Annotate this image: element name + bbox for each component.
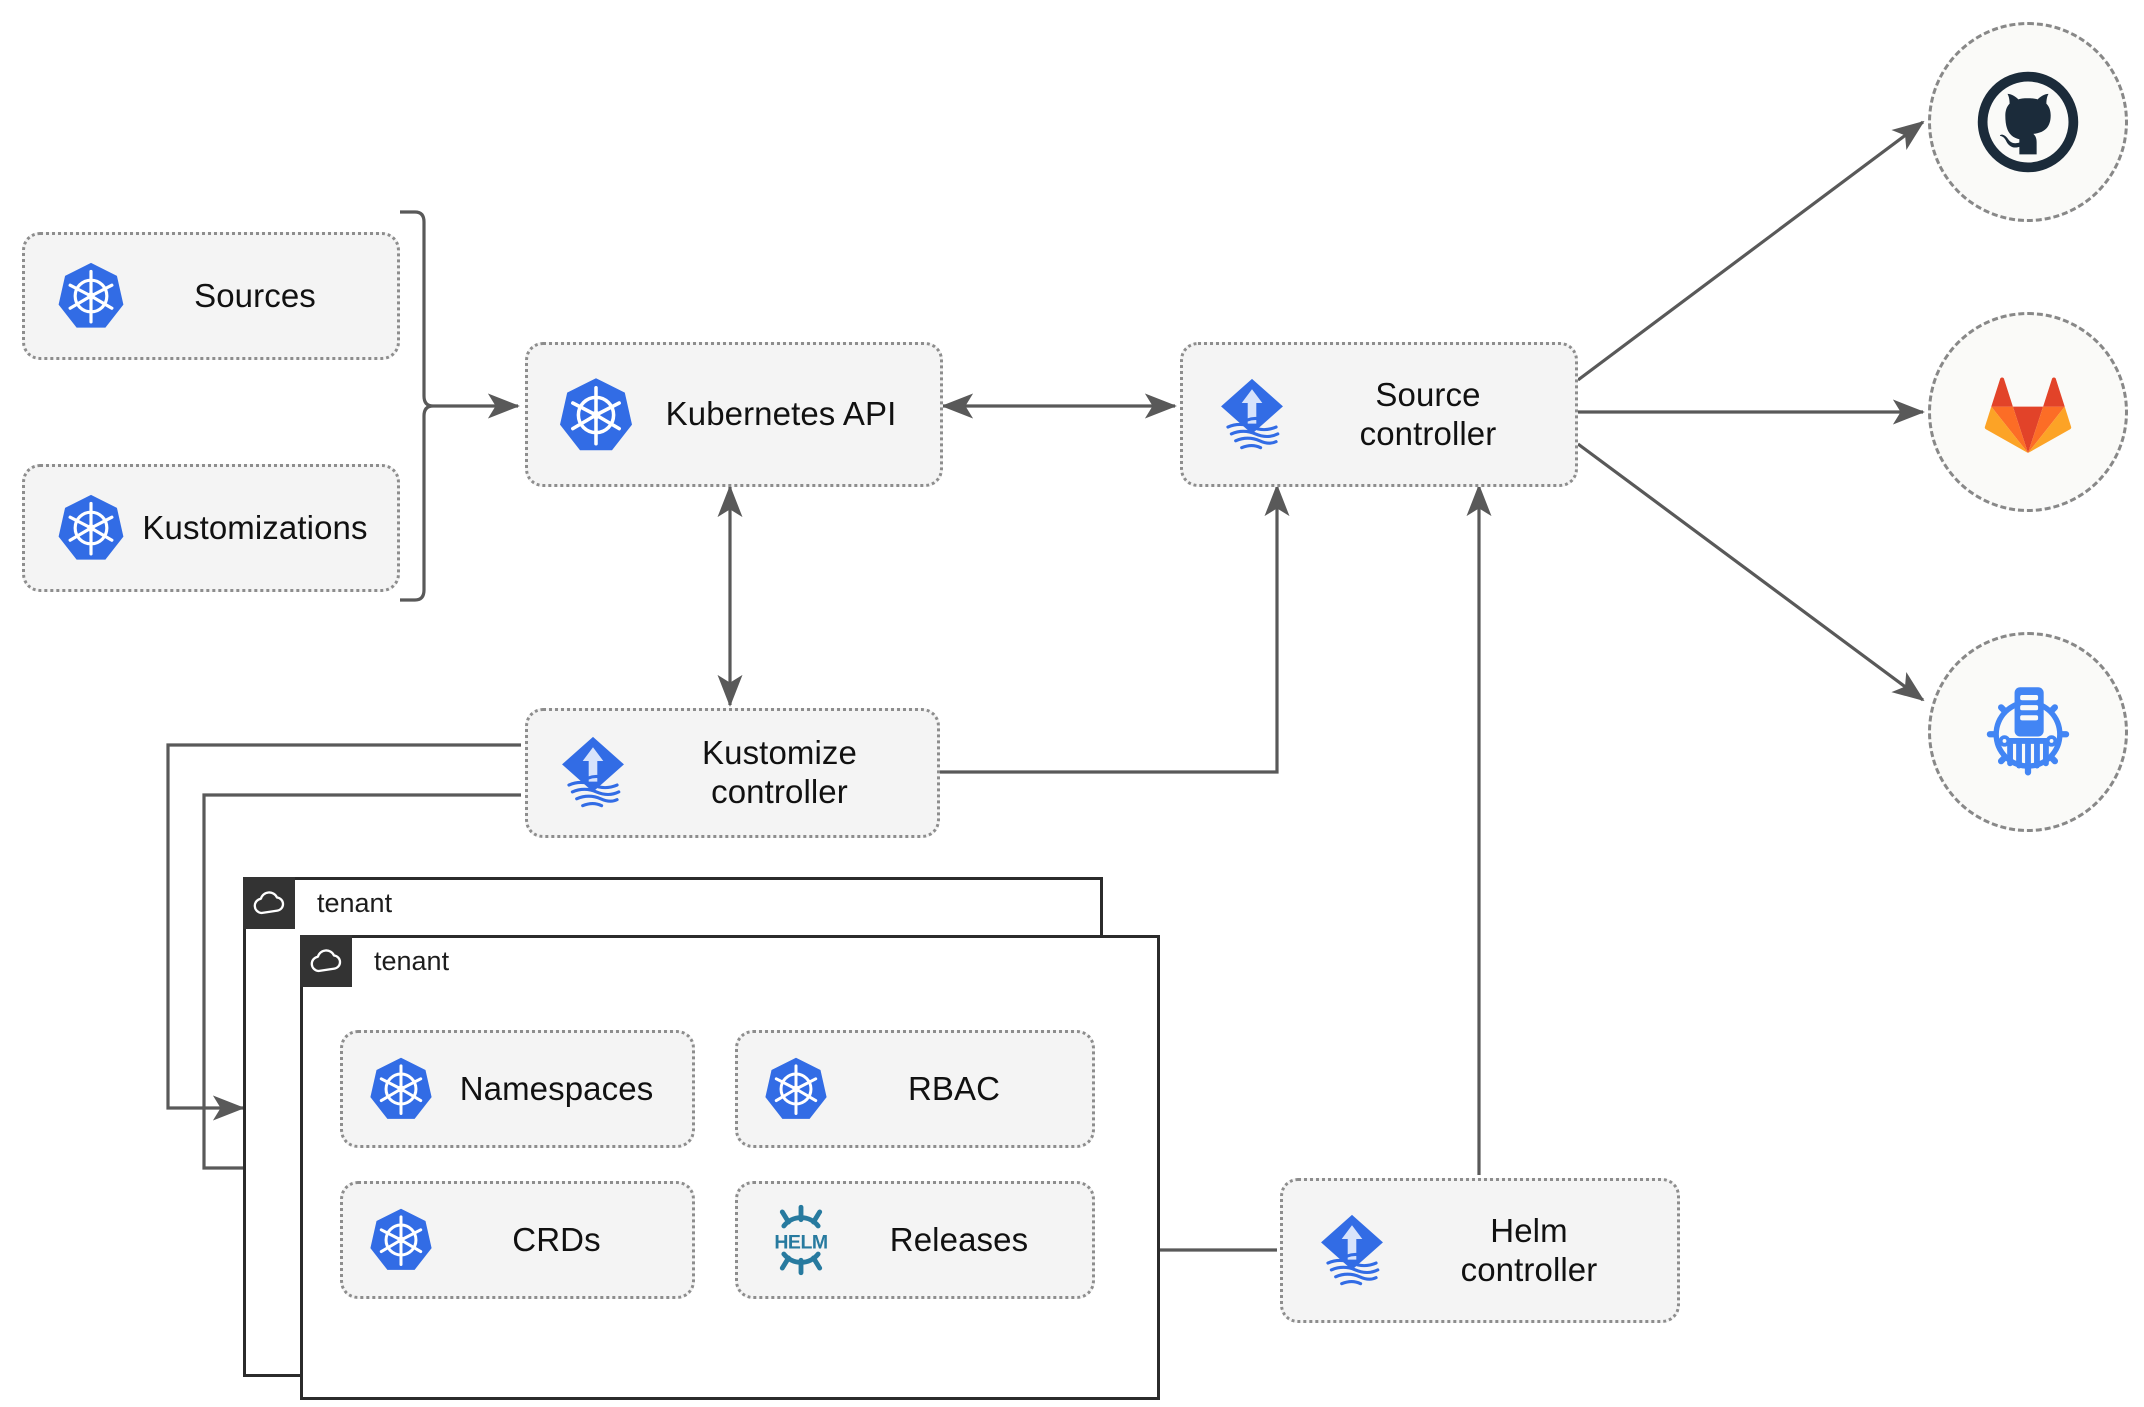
node-kustomizations[interactable]: Kustomizations bbox=[22, 464, 400, 592]
node-helm-controller-line2: controller bbox=[1460, 1250, 1598, 1288]
node-source-controller-line1: Source bbox=[1375, 375, 1481, 413]
kubernetes-icon bbox=[762, 1055, 830, 1123]
node-kubernetes-api-label: Kubernetes API bbox=[665, 395, 897, 433]
kubernetes-icon bbox=[367, 1206, 435, 1274]
svg-text:HELM: HELM bbox=[774, 1232, 827, 1254]
tenant-group-front bbox=[300, 935, 1160, 1400]
gitlab-icon bbox=[1984, 377, 2072, 454]
node-kustomizations-label: Kustomizations bbox=[142, 508, 368, 546]
node-crds-label: CRDs bbox=[512, 1220, 601, 1258]
node-helm-controller-label: Helm controller bbox=[1395, 1212, 1677, 1290]
helm-repo-icon bbox=[1986, 687, 2070, 776]
node-rbac-label: RBAC bbox=[907, 1069, 1001, 1107]
node-kustomize-controller-line2: controller bbox=[711, 773, 848, 810]
node-crds[interactable]: CRDs bbox=[340, 1181, 695, 1299]
kubernetes-icon bbox=[556, 375, 636, 455]
node-kustomize-controller[interactable]: Kustomize controller bbox=[525, 708, 940, 838]
kubernetes-icon bbox=[55, 260, 127, 332]
flux-icon bbox=[1209, 372, 1295, 458]
edge-source-controller-to-helm-repos bbox=[1577, 442, 1925, 702]
node-source-controller-line2: controller bbox=[1359, 414, 1497, 452]
cloud-icon bbox=[243, 877, 295, 929]
tenant-front-label: tenant bbox=[374, 945, 450, 976]
flux-icon bbox=[1309, 1208, 1395, 1294]
node-kustomize-controller-line1: Kustomize bbox=[702, 734, 857, 772]
cloud-icon bbox=[300, 935, 352, 987]
node-helm-controller-line1: Helm bbox=[1490, 1211, 1568, 1249]
tenant-back-label: tenant bbox=[317, 887, 393, 918]
edge-source-controller-to-github bbox=[1577, 120, 1925, 382]
kubernetes-icon bbox=[367, 1055, 435, 1123]
node-sources-label: Sources bbox=[194, 276, 316, 314]
node-source-controller[interactable]: Source controller bbox=[1180, 342, 1578, 487]
node-rbac[interactable]: RBAC bbox=[735, 1030, 1095, 1148]
github-icon bbox=[1977, 71, 2079, 173]
node-namespaces[interactable]: Namespaces bbox=[340, 1030, 695, 1148]
node-source-controller-label: Source controller bbox=[1295, 376, 1575, 454]
node-helm-controller[interactable]: Helm controller bbox=[1280, 1178, 1680, 1323]
provider-gitlab[interactable] bbox=[1928, 312, 2128, 512]
node-kubernetes-api[interactable]: Kubernetes API bbox=[525, 342, 943, 487]
provider-helm-repos[interactable] bbox=[1928, 632, 2128, 832]
node-releases[interactable]: HELM Releases bbox=[735, 1181, 1095, 1299]
tenant-back-header: tenant bbox=[243, 877, 392, 929]
kubernetes-icon bbox=[55, 492, 127, 564]
node-sources[interactable]: Sources bbox=[22, 232, 400, 360]
node-namespaces-label: Namespaces bbox=[459, 1069, 654, 1107]
tenant-front-header: tenant bbox=[300, 935, 449, 987]
edge-resources-bracket bbox=[400, 210, 434, 602]
flux-icon bbox=[550, 730, 636, 816]
node-kustomize-controller-label: Kustomize controller bbox=[636, 734, 937, 812]
helm-icon: HELM bbox=[762, 1201, 840, 1279]
provider-github[interactable] bbox=[1928, 22, 2128, 222]
edge-kustomize-to-source-controller bbox=[938, 484, 1290, 774]
node-releases-label: Releases bbox=[889, 1220, 1029, 1258]
